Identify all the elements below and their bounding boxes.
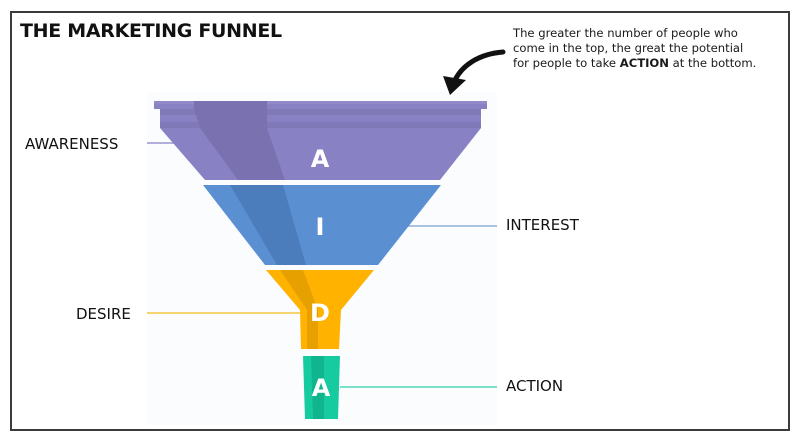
desire-segment — [266, 270, 374, 349]
awareness-letter: A — [311, 145, 330, 173]
action-letter: A — [312, 374, 331, 402]
note-line-2: come in the top, the great the potential — [513, 41, 744, 55]
funnel-stage-desire — [266, 270, 374, 349]
stage-label-desire: DESIRE — [76, 305, 131, 323]
stage-label-action: ACTION — [506, 377, 564, 395]
desire-letter: D — [310, 299, 330, 327]
note-action-emphasis: ACTION — [619, 56, 669, 70]
stage-label-awareness: AWARENESS — [25, 135, 119, 153]
funnel-rim — [154, 101, 487, 109]
funnel-stage-interest — [203, 185, 441, 265]
curved-arrow-icon — [443, 49, 506, 95]
interest-letter: I — [316, 213, 325, 241]
funnel-stage-action — [303, 356, 340, 419]
stage-label-interest: INTEREST — [506, 216, 579, 234]
note-line-1: The greater the number of people who — [513, 26, 738, 40]
note-line-3: for people to take ACTION at the bottom. — [513, 56, 757, 70]
diagram-title: THE MARKETING FUNNEL — [20, 20, 282, 42]
funnel-stage-awareness — [154, 101, 487, 180]
annotation-note: The greater the number of people who com… — [513, 26, 793, 71]
